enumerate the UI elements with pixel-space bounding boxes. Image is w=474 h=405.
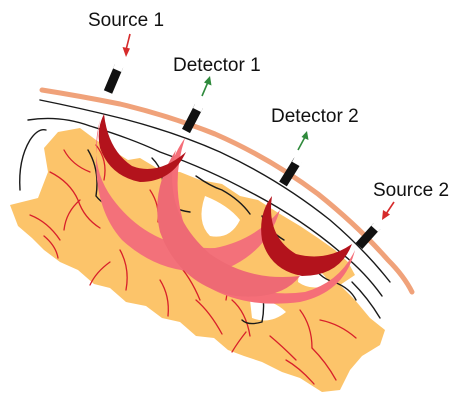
source-2-arrow-icon xyxy=(382,202,394,220)
source-1-label: Source 1 xyxy=(88,10,164,31)
detector-1-label: Detector 1 xyxy=(173,55,261,76)
source-1-probe xyxy=(108,62,121,92)
source-1-arrow-icon xyxy=(123,34,131,57)
detector-2-label: Detector 2 xyxy=(271,106,359,127)
detector-1-arrow-icon xyxy=(202,76,212,96)
source-2-label: Source 2 xyxy=(373,180,449,201)
detector-2-arrow-icon xyxy=(298,131,309,150)
